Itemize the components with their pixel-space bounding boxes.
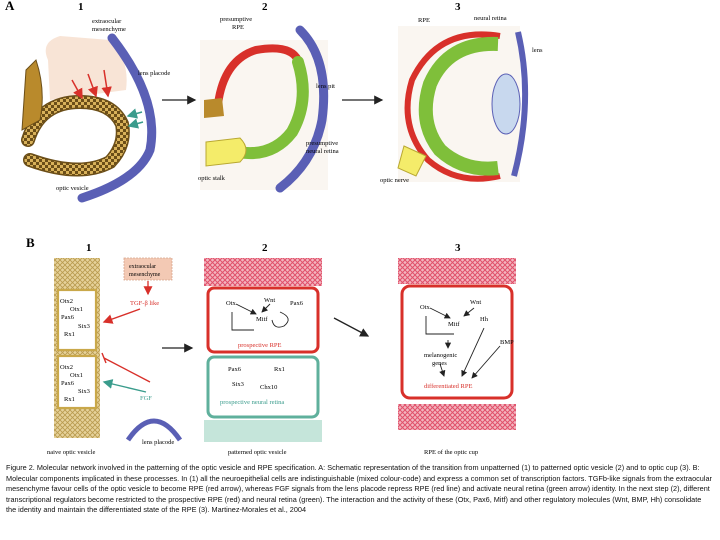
a1-label-mesenchyme-2: mesenchyme (92, 26, 126, 33)
panel-a-step-1: 1 (78, 1, 84, 13)
a3-label-optic-nerve: optic nerve (380, 177, 409, 184)
figure-caption: Figure 2. Molecular network involved in … (6, 463, 712, 515)
b3-differentiated-rpe: differentiated RPE (424, 383, 472, 390)
b1-lower-cell (56, 354, 98, 410)
b1-lens-placode (125, 418, 183, 442)
panel-a-step-3: 3 (455, 1, 461, 13)
a1-optic-vesicle-drawing (21, 33, 157, 203)
b1-lens-placode-label: lens placode (142, 439, 174, 446)
b1-lower-gene-rx1: Rx1 (64, 396, 75, 403)
a1-label-optic-vesicle: optic vesicle (56, 185, 89, 192)
b2-gene-chx10: Chx10 (260, 384, 277, 391)
a1-lens-placode (77, 33, 157, 203)
b3-rpe-box (400, 284, 514, 400)
b2-title: patterned optic vesicle (228, 449, 287, 456)
a3-rpe (404, 31, 501, 182)
b2-gene-rx1: Rx1 (274, 366, 285, 373)
b1-upper-gene-rx1: Rx1 (64, 331, 75, 338)
b2-patterned-vesicle (204, 258, 322, 442)
b2-prospective-nr: prospective neural retina (220, 399, 284, 406)
b1-lower-gene-pax6: Pax6 (61, 380, 75, 387)
b3-gene-hh: Hh (480, 316, 489, 323)
b1-upper-gene-six3: Six3 (78, 323, 90, 330)
b2-rpe-box (206, 286, 320, 354)
b2-prospective-rpe: prospective RPE (238, 342, 282, 349)
b3-melanogenic-2: genes (432, 360, 447, 367)
panel-b-letter: B (26, 235, 35, 250)
a2-label-neural-retina-1: presumptive (306, 140, 338, 147)
b1-upper-gene-otx1: Otx1 (70, 306, 83, 313)
b3-title: RPE of the optic cup (424, 449, 478, 456)
b1-title: naive optic vesicle (47, 449, 95, 456)
a1-stalk (21, 59, 43, 131)
b2-retina-box (206, 355, 320, 419)
b1-fgf-arrow (102, 379, 147, 393)
panel-b-step-2: 2 (262, 242, 268, 254)
panel-a-letter: A (5, 0, 15, 13)
a3-lens (491, 73, 521, 135)
a2-label-presumptive-rpe-2: RPE (232, 24, 244, 31)
b2-gene-pax6-nr: Pax6 (228, 366, 242, 373)
a2-optic-stalk (205, 137, 247, 167)
a2-label-presumptive-rpe-1: presumptive (220, 16, 252, 23)
b1-tgf-label: TGF-β like (130, 300, 159, 307)
b1-lower-gene-otx1: Otx1 (70, 372, 83, 379)
a2-label-neural-retina-2: neural retina (306, 148, 339, 155)
panel-b-step-1: 1 (86, 242, 92, 254)
a2-label-optic-stalk: optic stalk (198, 175, 226, 182)
a1-label-lens-placode: lens placode (138, 70, 170, 77)
panel-b-step-3: 3 (455, 242, 461, 254)
figure-diagram: A 1 2 3 extraocular mesenchyme lens plac… (5, 0, 543, 456)
a2-lens-pit (275, 25, 329, 193)
b1-lower-gene-otx2: Otx2 (60, 364, 73, 371)
a2-patterned-vesicle-drawing (200, 25, 329, 193)
b1-fgf-repress-line (101, 352, 151, 383)
a3-label-rpe: RPE (418, 17, 430, 24)
b3-optic-cup-rpe (398, 258, 516, 430)
b3-gene-wnt: Wnt (470, 299, 481, 306)
b2-gene-pax6: Pax6 (290, 300, 304, 307)
b1-naive-vesicle (54, 258, 100, 438)
b1-fgf-label: FGF (140, 395, 152, 402)
a3-optic-cup-drawing (397, 26, 529, 182)
b1-mesenchyme-label-2: mesenchyme (129, 272, 161, 278)
a3-lens-ectoderm (511, 31, 529, 177)
a3-label-neural-retina: neural retina (474, 15, 507, 22)
b3-gene-bmp: BMP (500, 339, 514, 346)
panel-a-step-2: 2 (262, 1, 268, 13)
a2-label-lens-pit: lens pit (316, 83, 335, 90)
b1-upper-cell (56, 288, 98, 352)
b1-mesenchyme-label-1: extraocular (129, 264, 156, 270)
b2-gene-mitf: Mitf (256, 316, 268, 323)
b1-upper-gene-otx2: Otx2 (60, 298, 73, 305)
a2-presumptive-rpe (214, 44, 302, 108)
b3-gene-mitf: Mitf (448, 321, 460, 328)
b2-gene-otx: Otx (226, 300, 237, 307)
b2-gene-wnt: Wnt (264, 297, 275, 304)
a1-label-mesenchyme-1: extraocular (92, 18, 122, 25)
b2-gene-six3: Six3 (232, 381, 244, 388)
b3-melanogenic-1: melanogenic (424, 352, 457, 359)
b-arrow-2-to-3 (333, 317, 370, 337)
b1-lower-gene-six3: Six3 (78, 388, 90, 395)
b3-gene-otx: Otx (420, 304, 431, 311)
a3-neural-retina (418, 36, 499, 176)
b1-upper-gene-pax6: Pax6 (61, 314, 75, 321)
b1-tgf-arrow (102, 308, 141, 324)
a3-label-lens: lens (532, 47, 543, 54)
b1-mesenchyme-box (123, 257, 173, 281)
a2-presumptive-neural-retina (232, 56, 309, 160)
a3-optic-nerve (397, 145, 427, 177)
